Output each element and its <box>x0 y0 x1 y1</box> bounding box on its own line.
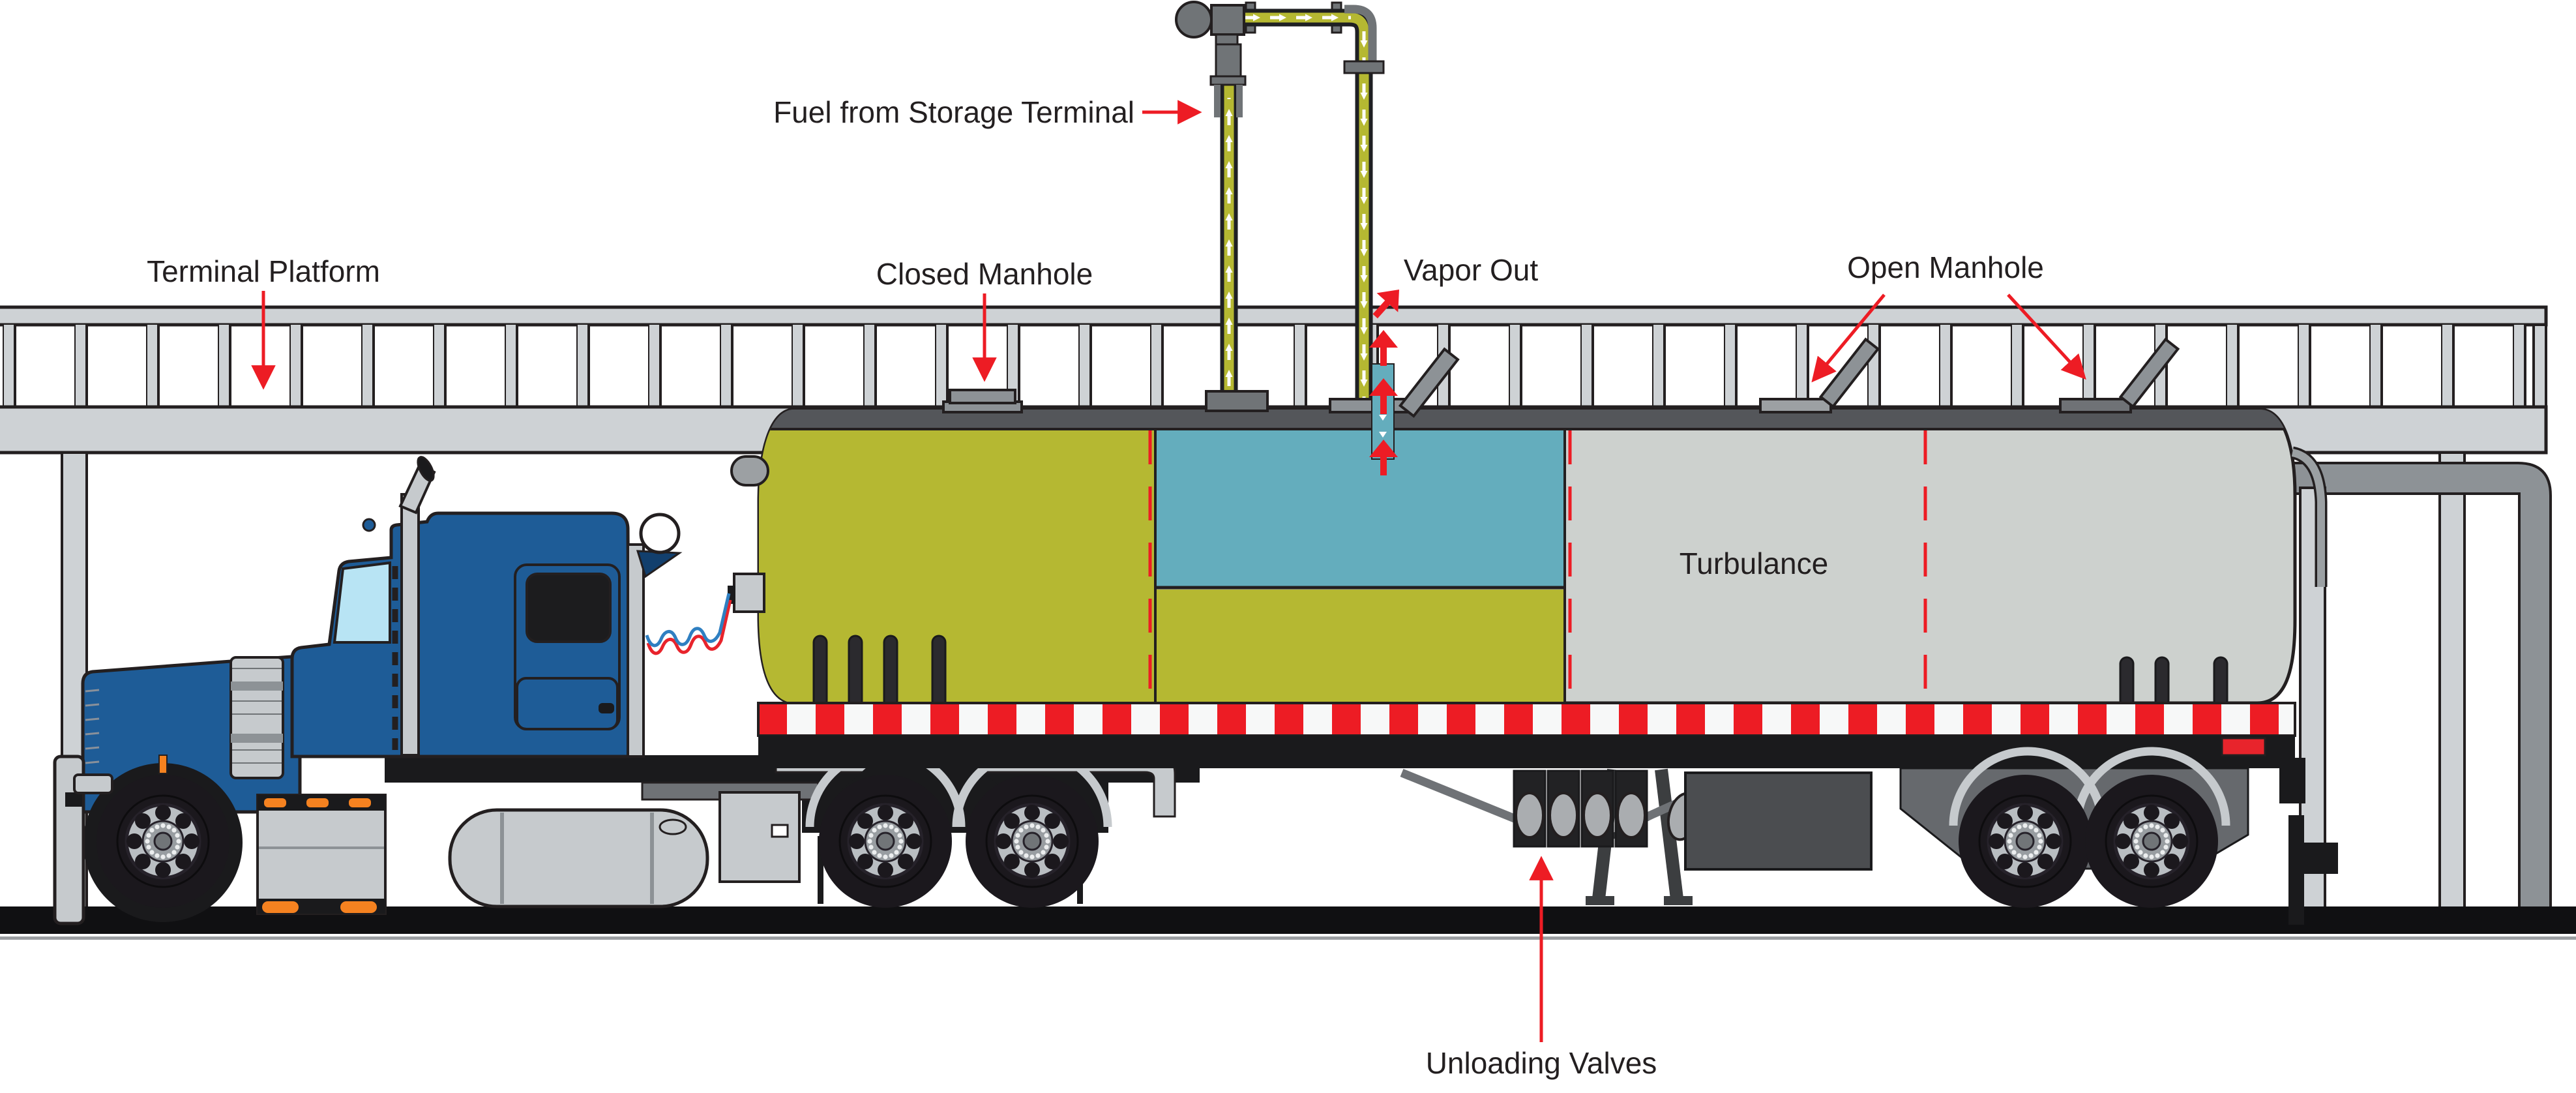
terminal-platform-label: Terminal Platform <box>147 254 380 288</box>
door-lower-panel <box>516 677 619 730</box>
fuel-source-label: Fuel from Storage Terminal <box>773 95 1134 129</box>
step-fairing <box>256 794 387 915</box>
grille-louvers <box>85 689 100 764</box>
tank-section-full-fuel <box>759 428 1155 703</box>
fuel-cap <box>659 818 687 835</box>
lower-marker <box>262 901 299 913</box>
pipe-corner-box <box>1210 4 1245 36</box>
tank-section-partial-fuel <box>1155 590 1565 703</box>
fuel-pipe-assembly <box>1175 1 1385 412</box>
platform-railing-posts <box>0 325 2546 407</box>
pump-head <box>1175 1 1213 38</box>
flow-arrows-up <box>1224 98 1234 398</box>
pipe-collar <box>1215 43 1242 78</box>
hose-connection-box <box>733 573 765 613</box>
door-window <box>526 573 612 643</box>
platform-top-rail <box>0 305 2548 327</box>
headlight <box>73 773 113 794</box>
front-wheel <box>96 775 229 908</box>
open-manhole-base <box>2059 398 2132 413</box>
air-cleaner-ribs <box>232 668 282 764</box>
air-cleaner-band <box>231 681 283 691</box>
conspicuity-stripe <box>757 702 2296 737</box>
pipe-sleeve <box>1214 85 1221 117</box>
trailer-fender <box>1949 747 2107 826</box>
closed-manhole-cover <box>949 389 1016 404</box>
trailer-wheel <box>2085 775 2218 908</box>
ground-shadow-line <box>0 936 2576 940</box>
bumper-step <box>65 792 82 807</box>
cab-rear-lamp <box>639 513 681 554</box>
windshield <box>333 561 391 644</box>
tanker-trailer: Turbulance <box>645 408 2338 925</box>
air-cleaner <box>229 656 284 779</box>
rear-ladder <box>2291 449 2325 587</box>
rear-bracket <box>2279 758 2305 803</box>
toolbox-handle <box>771 824 789 838</box>
annotations: Fuel from Storage Terminal Terminal Plat… <box>147 95 2086 1080</box>
open-manhole-label: Open Manhole <box>1847 250 2044 284</box>
pipe-collar-right <box>1343 60 1385 74</box>
internal-standpipes <box>812 635 2228 703</box>
open-manhole-base-fill <box>1329 398 1411 413</box>
drive-wheel <box>966 775 1099 908</box>
closed-manhole-label: Closed Manhole <box>876 257 1093 291</box>
fill-point <box>1329 280 1460 475</box>
elbow-cover <box>1344 5 1377 61</box>
drive-wheel <box>819 775 952 908</box>
fender-marker <box>158 755 168 774</box>
pipe-flange <box>1209 75 1247 86</box>
cab-rear-channel <box>627 543 645 758</box>
flow-arrows-down <box>1359 29 1369 398</box>
platform-support-leg-right <box>2438 451 2466 934</box>
open-manhole-lid <box>1818 337 1880 409</box>
air-hose-red <box>646 599 732 655</box>
trailer-fender <box>2073 747 2230 826</box>
flow-arrows-right <box>1239 12 1351 23</box>
compartment-dividers <box>1148 430 1927 702</box>
pipe-neck <box>1215 33 1239 46</box>
turbulance-label: Turbulance <box>1680 546 1828 580</box>
roof-marker <box>362 518 376 532</box>
hose-coupler <box>728 586 735 604</box>
lower-marker <box>340 901 377 913</box>
trailer-wheel <box>1959 775 2092 908</box>
exhaust-stack <box>400 493 420 756</box>
unloading-valves-label: Unloading Valves <box>1426 1046 1657 1080</box>
tank-section-vapor-space <box>1155 428 1565 587</box>
deflector-fin <box>636 550 683 578</box>
tail-light <box>2221 737 2266 756</box>
open-manhole-base <box>1759 398 1832 413</box>
open-manhole-lid <box>2118 337 2180 409</box>
air-cleaner-band <box>231 734 283 743</box>
ground-band <box>0 906 2576 934</box>
platform-end-post <box>2532 323 2547 408</box>
ground <box>0 906 2576 940</box>
open-manhole-arrow-right <box>2007 293 2086 380</box>
door-handle <box>599 703 614 713</box>
rear-step <box>2300 843 2338 874</box>
manholes <box>942 337 2180 413</box>
pipe-sleeve <box>1236 85 1243 117</box>
exhaust-tip <box>417 456 435 482</box>
open-manhole-arrow-left <box>1811 293 1886 383</box>
open-manhole-lid-fill <box>1398 347 1460 418</box>
air-hose-blue <box>645 593 731 648</box>
marker-lights <box>264 798 371 807</box>
pipe-base-flange <box>1205 390 1269 412</box>
fuel-tank <box>448 808 709 908</box>
vapor-port <box>730 455 769 487</box>
mudflap-bar <box>818 836 823 904</box>
equipment-box <box>1684 771 1873 871</box>
vapor-out-label: Vapor Out <box>1404 253 1538 287</box>
